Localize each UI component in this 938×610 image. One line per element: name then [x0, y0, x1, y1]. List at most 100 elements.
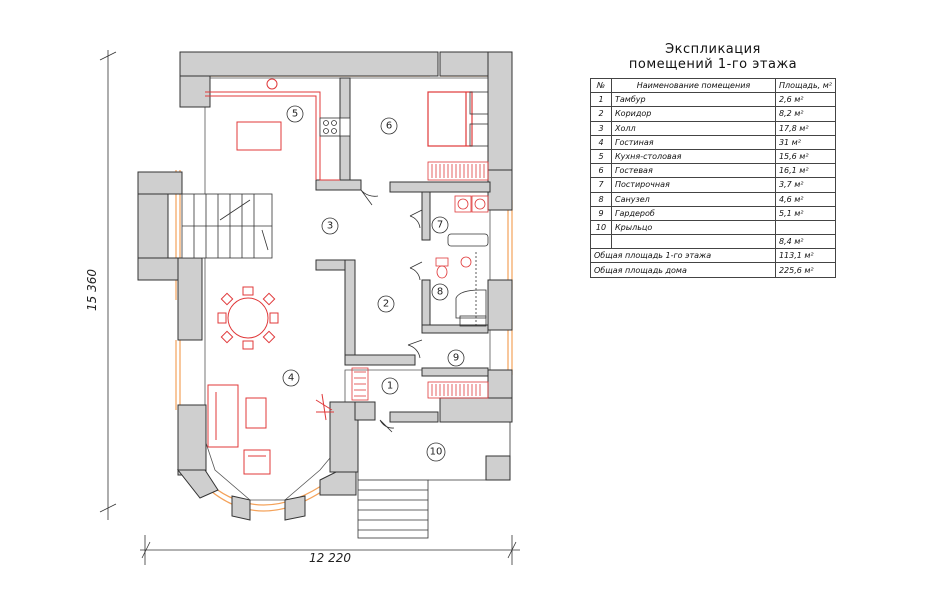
room-area: 3,7 м² [774, 177, 837, 193]
washing-machine-icon [454, 195, 489, 213]
svg-text:6: 6 [386, 121, 392, 132]
room-label-2: 2 [377, 295, 395, 313]
stove-icon [319, 117, 351, 137]
bedside-furniture [469, 91, 489, 147]
room-no: 4 [590, 134, 612, 150]
room-area [774, 219, 837, 236]
room-label-3: 3 [321, 217, 339, 235]
explication-panel: Экспликация помещений 1-го этажа № Наиме… [590, 42, 837, 278]
svg-text:4: 4 [288, 373, 294, 384]
svg-text:9: 9 [453, 353, 459, 364]
porch-stairs [357, 422, 511, 539]
room-area: 17,8 м² [774, 120, 837, 136]
header-name: Наименование помещения [611, 77, 776, 94]
room-area: 2,6 м² [774, 92, 837, 108]
interior-outline [204, 77, 491, 501]
tv-icon [315, 393, 334, 421]
doors [360, 189, 423, 433]
bathtub-icon [447, 233, 489, 247]
room-area: 31 м² [774, 134, 837, 150]
room-name [611, 234, 776, 250]
room-area: 15,6 м² [774, 148, 837, 165]
room-name: Постирочная [611, 177, 776, 193]
width-dimension: 12 220 [309, 551, 351, 565]
room-area: 5,1 м² [774, 205, 837, 221]
room-name: Холл [611, 120, 776, 136]
porch-area-row: 8,4 м² [590, 234, 837, 250]
header-no: № [590, 77, 612, 94]
room-name: Тамбур [611, 92, 776, 108]
room-label-7: 7 [431, 216, 449, 234]
room-name: Гардероб [611, 205, 776, 221]
height-dimension: 15 360 [85, 269, 99, 311]
shower-icon [455, 252, 487, 327]
room-no [590, 234, 612, 250]
room-no: 3 [590, 120, 612, 136]
room-name: Санузел [611, 191, 776, 207]
bed-icon [427, 91, 473, 147]
room-label-4: 4 [282, 369, 300, 387]
explication-title: Экспликация помещений 1-го этажа [590, 42, 836, 72]
shoe-rack-icon [351, 367, 369, 401]
total-house-label: Общая площадь дома [590, 262, 776, 278]
room-label-8: 8 [431, 283, 449, 301]
room-name: Кухня-столовая [611, 148, 776, 165]
room-no: 5 [590, 148, 612, 165]
room-no: 8 [590, 191, 612, 207]
room-label-1: 1 [381, 377, 399, 395]
total-floor-label: Общая площадь 1-го этажа [590, 248, 776, 264]
svg-text:7: 7 [437, 220, 443, 231]
dining-table-icon [217, 286, 279, 350]
room-label-5: 5 [286, 105, 304, 123]
room-label-6: 6 [380, 117, 398, 135]
svg-text:10: 10 [430, 447, 443, 458]
total-house-value: 225,6 м² [774, 262, 837, 278]
title-line-1: Экспликация [665, 42, 761, 57]
room-label-10: 10 [426, 442, 446, 462]
porch-area: 8,4 м² [774, 234, 837, 250]
total-floor-value: 113,1 м² [774, 248, 837, 264]
title-line-2: помещений 1-го этажа [628, 57, 798, 72]
svg-text:3: 3 [327, 221, 333, 232]
closet-icon [427, 381, 489, 399]
dimension-lines [99, 50, 520, 565]
room-name: Крыльцо [611, 219, 776, 236]
room-no: 1 [590, 92, 612, 108]
table-header-row: № Наименование помещения Площадь, м² [590, 77, 837, 94]
svg-text:1: 1 [387, 381, 393, 392]
room-no: 9 [590, 205, 612, 221]
room-area: 16,1 м² [774, 163, 837, 179]
svg-text:2: 2 [383, 299, 389, 310]
header-area: Площадь, м² [774, 77, 837, 94]
room-name: Гостиная [611, 134, 776, 150]
sofa-icon [207, 384, 271, 475]
room-name: Коридор [611, 106, 776, 122]
wardrobe-icon [427, 161, 489, 181]
svg-text:5: 5 [292, 109, 298, 120]
room-label-9: 9 [447, 349, 465, 367]
room-no: 6 [590, 163, 612, 179]
room-no: 2 [590, 106, 612, 122]
room-labels: 1 2 3 4 5 6 7 8 9 10 [282, 105, 465, 462]
toilet-icon [435, 256, 472, 279]
interior-stairs [181, 193, 273, 259]
room-area: 4,6 м² [774, 191, 837, 207]
room-area: 8,2 м² [774, 106, 837, 122]
room-name: Гостевая [611, 163, 776, 179]
room-no: 10 [590, 219, 612, 236]
svg-text:8: 8 [437, 287, 443, 298]
